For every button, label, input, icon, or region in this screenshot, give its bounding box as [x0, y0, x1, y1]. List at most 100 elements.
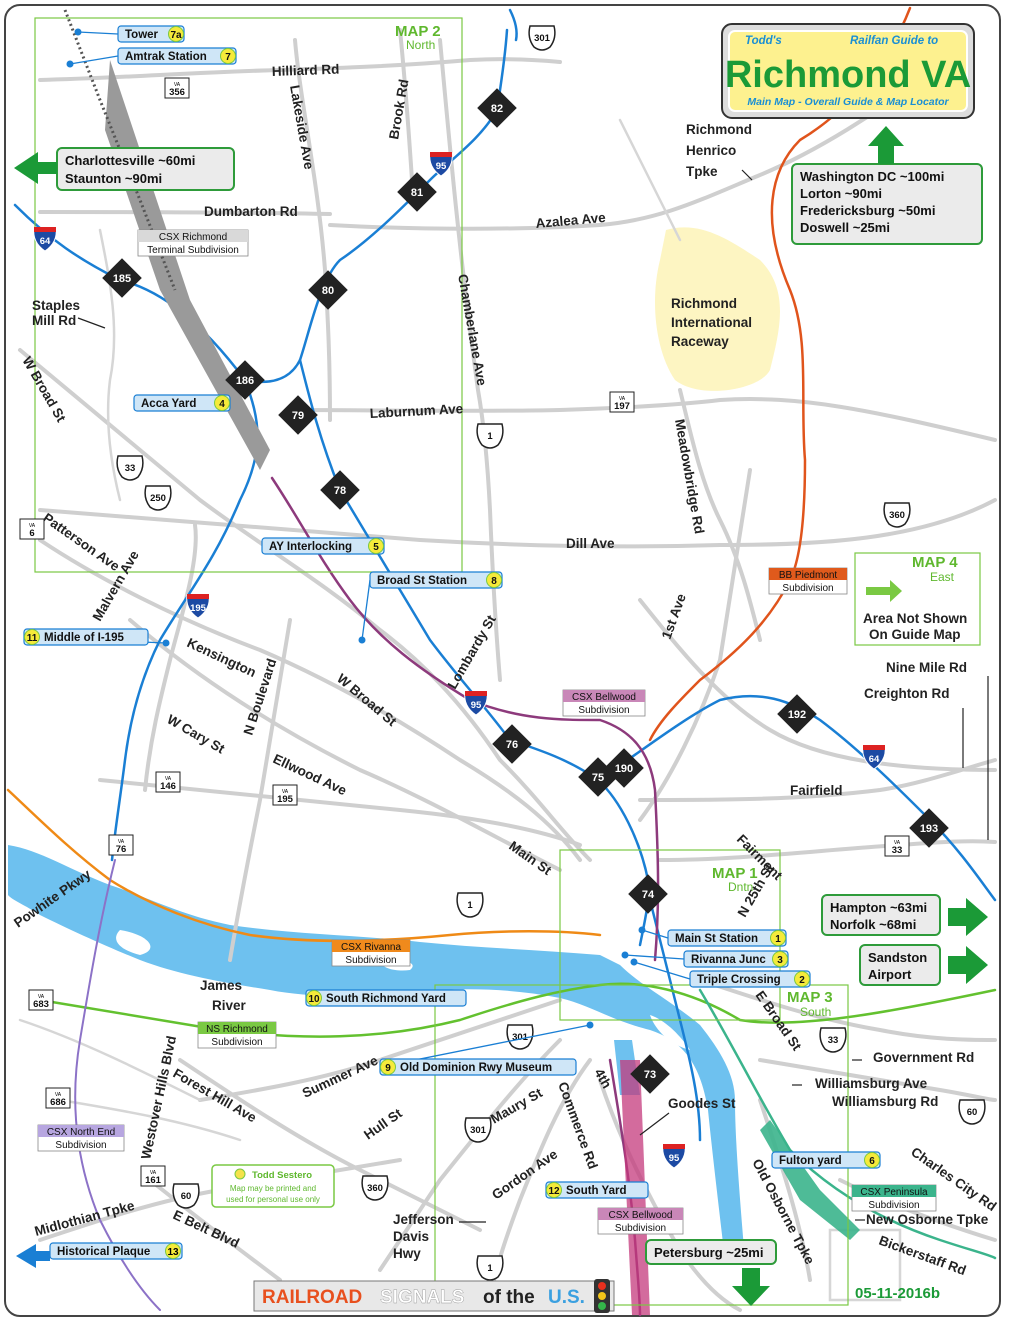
- title-line1-right: Railfan Guide to: [850, 35, 938, 47]
- svg-text:VA: VA: [165, 776, 172, 782]
- signal-number: 8: [491, 576, 497, 587]
- road-label-bickerstaff: Bickerstaff Rd: [877, 1233, 968, 1278]
- signal-location-11[interactable]: 11 Middle of I-195: [23, 628, 170, 647]
- map-sub-3: South: [800, 1005, 831, 1019]
- plaque-number: 13: [167, 1247, 179, 1258]
- road-label-laburnum: Laburnum Ave: [369, 401, 464, 421]
- svg-text:190: 190: [615, 763, 633, 775]
- svg-text:683: 683: [33, 999, 49, 1010]
- svg-text:VA: VA: [619, 396, 626, 402]
- svg-text:82: 82: [491, 103, 503, 115]
- raceway-label-1: International: [671, 315, 752, 330]
- map4-box[interactable]: [854, 552, 981, 646]
- road-label-lombardy: Lombardy St: [445, 612, 499, 691]
- svg-text:CSX Rivanna: CSX Rivanna: [341, 942, 401, 953]
- svg-text:161: 161: [145, 1175, 162, 1186]
- interstate-shield-195: 195: [186, 594, 210, 619]
- signal-location-8[interactable]: 8 Broad St Station: [358, 571, 503, 644]
- svg-text:Petersburg ~25mi: Petersburg ~25mi: [654, 1245, 763, 1260]
- map-label-4: MAP 4: [912, 554, 958, 571]
- map2-box[interactable]: [34, 17, 463, 573]
- svg-text:95: 95: [436, 161, 447, 172]
- svg-text:1: 1: [467, 900, 473, 911]
- svg-text:74: 74: [642, 889, 655, 901]
- interchange-186: 186: [225, 360, 265, 400]
- signal-location-5[interactable]: 5AY Interlocking: [261, 537, 385, 555]
- svg-text:79: 79: [292, 410, 304, 422]
- map3-box[interactable]: [434, 984, 849, 1306]
- svg-text:VA: VA: [174, 82, 181, 88]
- road-label-jdh-2: Hwy: [393, 1246, 421, 1261]
- road-label-wbroad2: W Broad St: [334, 671, 400, 730]
- svg-text:185: 185: [113, 273, 131, 285]
- signal-label: Broad St Station: [377, 575, 467, 587]
- svg-text:Charlottesville ~60mi: Charlottesville ~60mi: [65, 153, 195, 168]
- svg-text:78: 78: [334, 485, 346, 497]
- svg-text:Airport: Airport: [868, 967, 912, 982]
- svg-text:Lorton ~90mi: Lorton ~90mi: [800, 186, 882, 201]
- svg-text:146: 146: [160, 781, 176, 792]
- signal-label: Fulton yard: [779, 1155, 842, 1167]
- road-label-ninemile: Nine Mile Rd: [886, 660, 967, 675]
- svg-text:195: 195: [277, 794, 294, 805]
- arrow-east2-icon: [948, 946, 988, 984]
- interstate-shield-95: 95: [662, 1144, 686, 1169]
- signal-number: 11: [27, 633, 38, 644]
- svg-text:301: 301: [512, 1032, 529, 1043]
- road-label-henrico-2: Tpke: [686, 164, 718, 179]
- svg-text:CSX Peninsula: CSX Peninsula: [860, 1187, 928, 1198]
- arrow-south-icon: [732, 1268, 770, 1306]
- road-label-firstave: 1st Ave: [659, 591, 689, 641]
- label-pointer: [741, 169, 753, 181]
- interchange-74: 74: [628, 874, 668, 914]
- label-pointer: [77, 317, 106, 329]
- interchange-192: 192: [777, 694, 817, 734]
- us-route-shield-1: 1: [456, 892, 484, 918]
- svg-text:Subdivision: Subdivision: [782, 583, 833, 594]
- title-line3: Main Map - Overall Guide & Map Locator: [747, 96, 949, 108]
- road-label-dill: Dill Ave: [566, 536, 615, 551]
- arrow-west-icon: [14, 152, 57, 184]
- us-route-shield-60: 60: [172, 1183, 200, 1209]
- svg-text:64: 64: [40, 236, 51, 247]
- svg-text:33: 33: [828, 1035, 839, 1046]
- title-line1-left: Todd's: [745, 35, 782, 47]
- interstate-shield-64: 64: [862, 745, 886, 770]
- brand-railroad: RAILROAD: [262, 1287, 362, 1308]
- us-route-shield-250: 250: [144, 485, 172, 511]
- road-label-henrico-0: Richmond: [686, 122, 752, 137]
- svg-text:BB Piedmont: BB Piedmont: [779, 570, 838, 581]
- svg-text:Subdivision: Subdivision: [211, 1037, 262, 1048]
- signal-label: Middle of I-195: [44, 632, 124, 644]
- svg-text:VA: VA: [118, 839, 125, 845]
- arrow-plaque-icon: [16, 1244, 50, 1268]
- svg-text:CSX Bellwood: CSX Bellwood: [572, 692, 636, 703]
- signal-number: 7: [225, 52, 231, 63]
- us-route-shield-60: 60: [958, 1099, 986, 1125]
- svg-text:95: 95: [669, 1153, 680, 1164]
- map-label-3: MAP 3: [787, 989, 833, 1006]
- us-route-shield-33: 33: [819, 1027, 847, 1053]
